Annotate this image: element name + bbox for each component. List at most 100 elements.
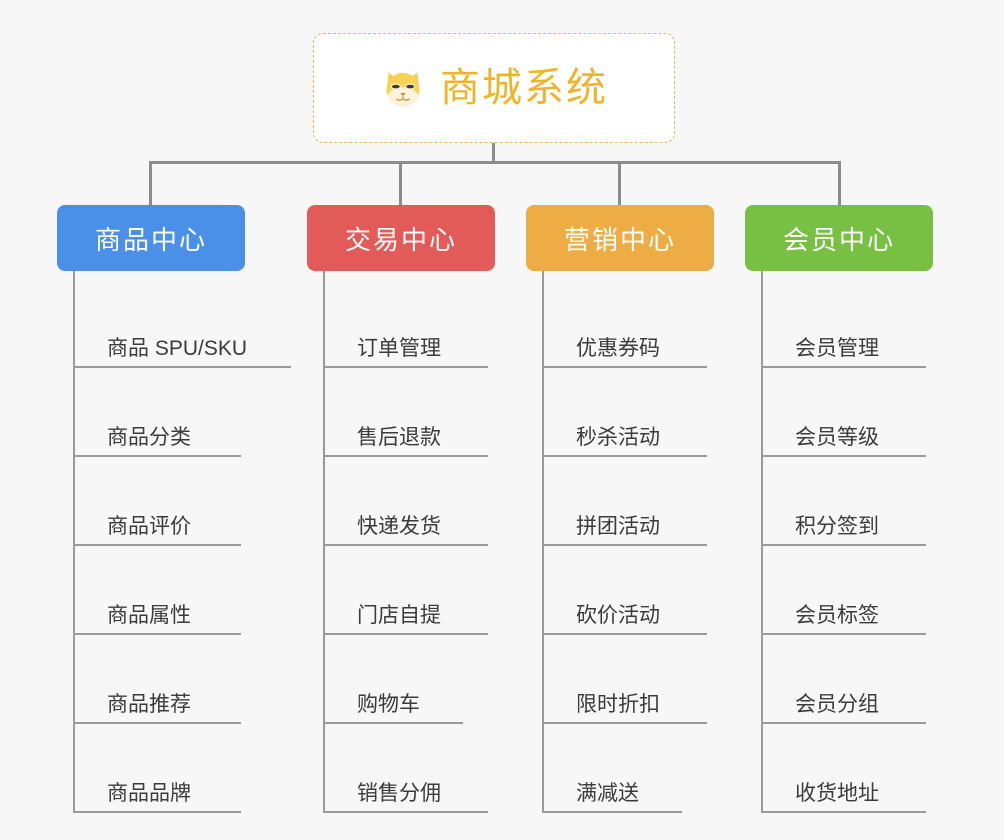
- leaf-item-label: 订单管理: [357, 337, 441, 360]
- leaf-item-label: 售后退款: [357, 426, 441, 449]
- leaf-list: 商品 SPU/SKU 商品分类商品评价商品属性商品推荐商品品牌: [57, 271, 291, 813]
- category-column-1: 商品中心商品 SPU/SKU 商品分类商品评价商品属性商品推荐商品品牌: [57, 205, 291, 813]
- leaf-item-rule: [73, 366, 291, 368]
- leaf-item-label: 秒杀活动: [576, 426, 660, 449]
- leaf-item-rule: [73, 544, 241, 546]
- root-node-mall-system[interactable]: 商城系统: [313, 33, 675, 143]
- leaf-item[interactable]: 商品分类: [57, 368, 245, 457]
- leaf-item-rule: [73, 455, 241, 457]
- connector-root-stem: [492, 143, 495, 164]
- leaf-item-rule: [542, 811, 682, 813]
- leaf-item-label: 门店自提: [357, 604, 441, 627]
- category-header-label: 交易中心: [344, 224, 457, 255]
- connector-drop-3: [618, 161, 621, 205]
- leaf-item[interactable]: 秒杀活动: [526, 368, 714, 457]
- leaf-item[interactable]: 门店自提: [307, 546, 495, 635]
- leaf-item-label: 商品推荐: [107, 693, 191, 716]
- leaf-item-label: 积分签到: [795, 515, 879, 538]
- column-spine: [323, 271, 325, 813]
- leaf-item-label: 商品评价: [107, 515, 191, 538]
- leaf-item-rule: [323, 633, 488, 635]
- leaf-item-label: 会员标签: [795, 604, 879, 627]
- leaf-item[interactable]: 购物车: [307, 635, 495, 724]
- leaf-item-rule: [761, 722, 926, 724]
- leaf-item[interactable]: 积分签到: [745, 457, 933, 546]
- leaf-item-label: 收货地址: [795, 782, 879, 805]
- leaf-item[interactable]: 优惠券码: [526, 279, 714, 368]
- category-header-3[interactable]: 营销中心: [526, 205, 714, 271]
- leaf-item-rule: [761, 455, 926, 457]
- dog-face-icon: [386, 72, 420, 108]
- category-column-3: 营销中心优惠券码秒杀活动拼团活动砍价活动限时折扣满减送: [526, 205, 714, 813]
- category-header-1[interactable]: 商品中心: [57, 205, 245, 271]
- column-spine: [542, 271, 544, 813]
- leaf-item-rule: [542, 366, 707, 368]
- connector-drop-4: [838, 161, 841, 205]
- category-column-2: 交易中心订单管理售后退款快递发货门店自提购物车销售分佣: [307, 205, 495, 813]
- category-column-4: 会员中心会员管理会员等级积分签到会员标签会员分组收货地址: [745, 205, 933, 813]
- leaf-item[interactable]: 砍价活动: [526, 546, 714, 635]
- leaf-item[interactable]: 销售分佣: [307, 724, 495, 813]
- leaf-item-rule: [73, 811, 241, 813]
- category-header-4[interactable]: 会员中心: [745, 205, 933, 271]
- leaf-item-rule: [542, 544, 707, 546]
- leaf-item-rule: [323, 455, 488, 457]
- leaf-item-label: 商品分类: [107, 426, 191, 449]
- leaf-item-label: 销售分佣: [357, 782, 441, 805]
- leaf-item[interactable]: 订单管理: [307, 279, 495, 368]
- column-spine: [761, 271, 763, 813]
- leaf-item-label: 商品属性: [107, 604, 191, 627]
- leaf-item-label: 满减送: [576, 782, 639, 805]
- leaf-item[interactable]: 售后退款: [307, 368, 495, 457]
- leaf-item-rule: [323, 544, 488, 546]
- leaf-item-label: 会员等级: [795, 426, 879, 449]
- leaf-item[interactable]: 限时折扣: [526, 635, 714, 724]
- leaf-item-label: 快递发货: [357, 515, 441, 538]
- leaf-item[interactable]: 商品 SPU/SKU: [57, 279, 291, 368]
- connector-drop-2: [399, 161, 402, 205]
- leaf-item-label: 砍价活动: [576, 604, 660, 627]
- leaf-item[interactable]: 收货地址: [745, 724, 933, 813]
- leaf-item[interactable]: 拼团活动: [526, 457, 714, 546]
- category-header-2[interactable]: 交易中心: [307, 205, 495, 271]
- leaf-item-rule: [542, 455, 707, 457]
- leaf-item-label: 拼团活动: [576, 515, 660, 538]
- leaf-item[interactable]: 商品属性: [57, 546, 245, 635]
- leaf-item-label: 商品品牌: [107, 782, 191, 805]
- leaf-item-label: 会员管理: [795, 337, 879, 360]
- leaf-item[interactable]: 会员标签: [745, 546, 933, 635]
- leaf-item[interactable]: 会员分组: [745, 635, 933, 724]
- leaf-item-rule: [542, 722, 707, 724]
- connector-horizontal-bus: [149, 161, 841, 164]
- leaf-item-rule: [761, 633, 926, 635]
- leaf-item-rule: [73, 633, 241, 635]
- leaf-item-rule: [761, 544, 926, 546]
- column-spine: [73, 271, 75, 813]
- leaf-item[interactable]: 会员管理: [745, 279, 933, 368]
- leaf-item-rule: [73, 722, 241, 724]
- leaf-item-label: 商品 SPU/SKU: [107, 337, 248, 360]
- leaf-item-label: 购物车: [357, 693, 420, 716]
- leaf-item-label: 限时折扣: [576, 693, 660, 716]
- leaf-item[interactable]: 商品评价: [57, 457, 245, 546]
- leaf-item-rule: [323, 811, 488, 813]
- leaf-item[interactable]: 商品品牌: [57, 724, 245, 813]
- root-title: 商城系统: [440, 66, 608, 110]
- leaf-item-rule: [323, 366, 488, 368]
- leaf-item-rule: [761, 366, 926, 368]
- leaf-item-rule: [761, 811, 926, 813]
- leaf-list: 会员管理会员等级积分签到会员标签会员分组收货地址: [745, 271, 933, 813]
- leaf-item[interactable]: 快递发货: [307, 457, 495, 546]
- leaf-item-label: 优惠券码: [576, 337, 660, 360]
- connector-drop-1: [149, 161, 152, 205]
- leaf-item[interactable]: 会员等级: [745, 368, 933, 457]
- leaf-item-rule: [542, 633, 707, 635]
- leaf-item[interactable]: 满减送: [526, 724, 714, 813]
- category-header-label: 会员中心: [782, 224, 895, 255]
- leaf-list: 优惠券码秒杀活动拼团活动砍价活动限时折扣满减送: [526, 271, 714, 813]
- category-header-label: 商品中心: [94, 224, 207, 255]
- leaf-item-label: 会员分组: [795, 693, 879, 716]
- leaf-list: 订单管理售后退款快递发货门店自提购物车销售分佣: [307, 271, 495, 813]
- leaf-item[interactable]: 商品推荐: [57, 635, 245, 724]
